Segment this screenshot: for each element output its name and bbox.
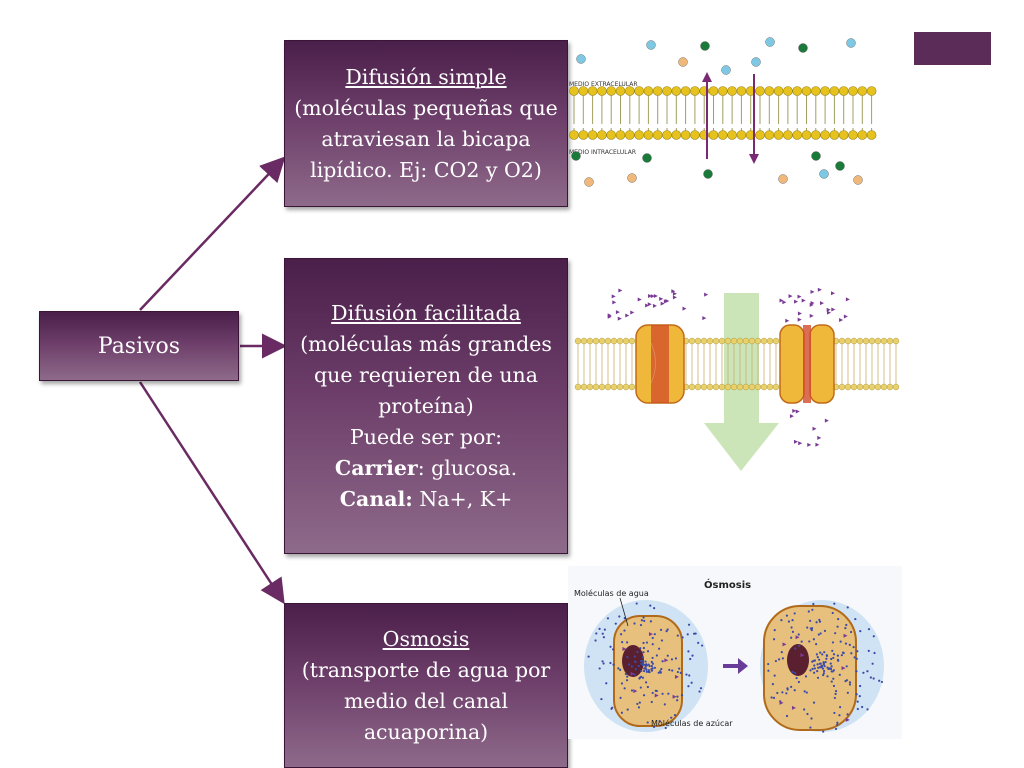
- lipid-bilayer-2: [574, 337, 899, 391]
- difusion-simple-desc: (moléculas pequeñas que atraviesan la bi…: [294, 95, 558, 182]
- small-molecules: [571, 37, 863, 187]
- osmosis-title: Osmosis: [382, 626, 470, 651]
- osmosis-image-title: Ósmosis: [704, 578, 751, 591]
- pasivos-node: Pasivos: [39, 311, 239, 381]
- simple-diffusion-membrane-illustration: MEDIO EXTRACELULAR MEDIO INTRACELULAR: [569, 37, 877, 187]
- label-water: Moléculas de agua: [574, 588, 649, 598]
- difusion-facilitada-line3: Puede ser por:: [349, 424, 503, 449]
- carrier-protein: [635, 324, 685, 404]
- canal-label: Canal:: [339, 486, 413, 511]
- channel-protein: [779, 324, 835, 404]
- difusion-facilitada-node: Difusión facilitada (moléculas más grand…: [284, 258, 568, 554]
- facilitated-diffusion-illustration: [574, 287, 899, 471]
- canal-line: Canal: Na+, K+: [340, 484, 513, 515]
- nucleus-left: [622, 645, 644, 677]
- cell-left: [613, 615, 683, 727]
- canal-text: Na+, K+: [412, 486, 513, 511]
- difusion-simple-node: Difusión simple (moléculas pequeñas que …: [284, 40, 568, 207]
- lipid-bilayer: [569, 86, 877, 140]
- membrane-top-label: MEDIO EXTRACELULAR: [569, 81, 638, 88]
- gradient-arrow: [704, 293, 779, 471]
- membrane-bottom-label: MEDIO INTRACELULAR: [569, 149, 636, 156]
- accent-bar: [914, 32, 991, 65]
- solute-particles: [607, 287, 850, 447]
- pasivos-label: Pasivos: [97, 333, 181, 359]
- osmosis-node: Osmosis (transporte de agua por medio de…: [284, 603, 568, 768]
- carrier-line: Carrier: glucosa.: [335, 453, 517, 484]
- osmosis-arrow: [723, 658, 748, 674]
- osmosis-desc: (transporte de agua por medio del canal …: [301, 657, 551, 744]
- difusion-facilitada-title: Difusión facilitada: [331, 300, 521, 325]
- arrow-to-simple: [139, 156, 286, 311]
- nucleus-right: [787, 644, 809, 676]
- difusion-facilitada-desc: (moléculas más grandes que requieren de …: [300, 331, 552, 418]
- difusion-simple-title: Difusión simple: [345, 64, 507, 89]
- carrier-label: Carrier: [334, 455, 418, 480]
- label-sugar: Moléculas de azúcar: [651, 718, 733, 728]
- arrow-to-osmosis: [138, 381, 285, 605]
- carrier-text: : glucosa.: [417, 455, 518, 480]
- cell-right: [763, 605, 857, 731]
- water-particles: [587, 602, 884, 733]
- osmosis-illustration: Ósmosis Moléculas de agua Moléculas de a…: [568, 566, 902, 739]
